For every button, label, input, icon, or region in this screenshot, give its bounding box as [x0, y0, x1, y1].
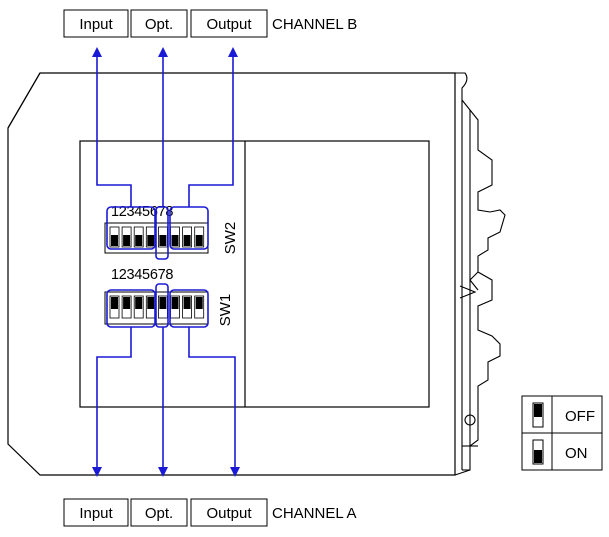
- legend-off-label: OFF: [565, 408, 595, 425]
- sw2-switch-2-lever: [123, 235, 131, 246]
- channel-b-output-label: Output: [206, 16, 252, 33]
- connection-arrows: [92, 47, 240, 477]
- sw2-switch-5-lever: [159, 235, 167, 246]
- sw2-position-numbers: 12345678: [111, 204, 173, 220]
- sw2-switches: [109, 226, 205, 248]
- sw1-switches: [109, 295, 205, 319]
- sw2-output-arrow: [188, 47, 238, 207]
- sw1-switch-6-lever: [171, 297, 179, 309]
- sw1-output-arrow: [188, 327, 240, 477]
- module-housing: [7, 72, 456, 476]
- channel-a-output-label: Output: [206, 505, 252, 522]
- channel-a-opt-label: Opt.: [145, 505, 173, 522]
- channel-b-output-box: [190, 9, 268, 38]
- sw2-dip-switch: 12345678 SW2: [104, 204, 239, 255]
- channel-b-opt-label: Opt.: [145, 16, 173, 33]
- channel-b-input-label: Input: [79, 16, 113, 33]
- sw1-position-numbers: 12345678: [111, 267, 173, 283]
- sw2-switch-7-lever: [183, 235, 191, 246]
- channel-a-input-box: [63, 498, 129, 527]
- legend-on-label: ON: [565, 445, 588, 462]
- sw2-label: SW2: [222, 222, 239, 255]
- sw2-opt-group: [155, 206, 169, 260]
- sw1-switch-3-lever: [135, 297, 143, 309]
- sw1-switch-1-lever: [111, 297, 118, 309]
- sw2-switch-6-lever: [171, 235, 179, 246]
- channel-a-output-box: [190, 498, 268, 527]
- channel-a-labels: Input Opt. Output CHANNEL A: [63, 498, 356, 527]
- channel-b-title: CHANNEL B: [272, 16, 357, 33]
- channel-b-opt-box: [130, 9, 188, 38]
- sw1-switch-2-lever: [123, 297, 131, 309]
- sw1-switch-4-lever: [147, 297, 155, 309]
- channel-a-opt-box: [130, 498, 188, 527]
- switch-state-legend: OFF ON: [521, 395, 603, 471]
- front-panel: [79, 140, 430, 408]
- channel-b-input-box: [63, 9, 129, 38]
- sw1-switch-8-lever: [195, 297, 203, 309]
- din-rail-clip: [454, 72, 506, 476]
- sw1-label: SW1: [217, 294, 234, 327]
- sw1-opt-group: [155, 283, 169, 328]
- sw2-switch-3-lever: [135, 235, 143, 246]
- sw1-switch-5-lever: [159, 297, 167, 309]
- sw2-switch-1-lever: [111, 235, 118, 246]
- channel-b-labels: Input Opt. Output CHANNEL B: [63, 9, 357, 38]
- sw2-switch-8-lever: [195, 235, 203, 246]
- legend-on-switch-icon: [532, 439, 544, 465]
- sw2-switch-4-lever: [147, 235, 155, 246]
- legend-off-switch-icon: [532, 402, 544, 428]
- sw1-switch-7-lever: [183, 297, 191, 309]
- channel-a-input-label: Input: [79, 505, 113, 522]
- sw1-input-arrow: [92, 327, 132, 477]
- channel-a-title: CHANNEL A: [272, 505, 356, 522]
- sw2-input-arrow: [92, 47, 132, 207]
